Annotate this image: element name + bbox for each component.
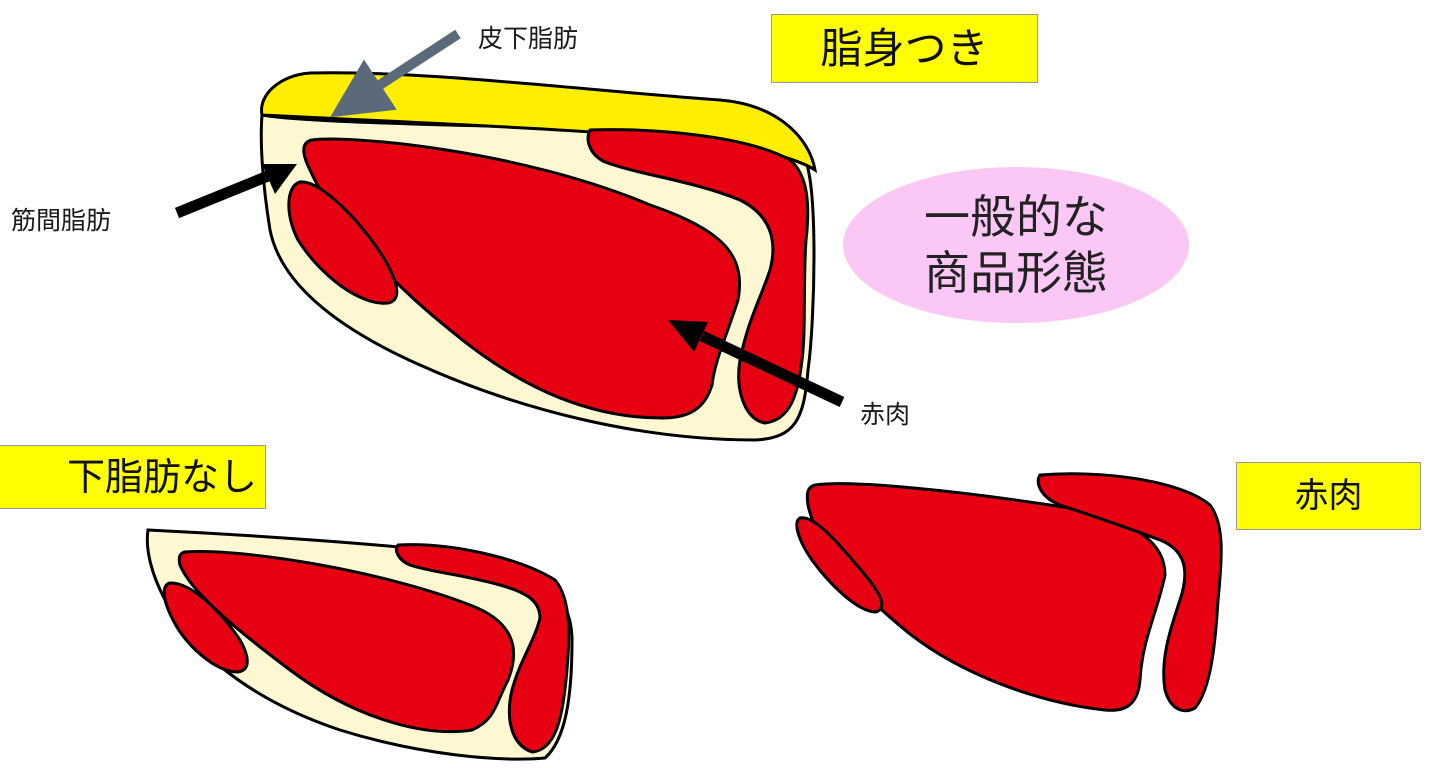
note-line-2: 商品形態 (924, 245, 1108, 301)
tag-with-fat: 脂身つき (771, 14, 1038, 83)
cut-lean-only (797, 474, 1221, 711)
cut-with-fat (261, 73, 815, 440)
note-common-product-form: 一般的な 商品形態 (843, 167, 1189, 323)
tag-lean-only: 赤肉 (1236, 462, 1421, 530)
tag-no-subcutaneous-fat: 下脂肪なし (0, 445, 266, 509)
label-lean-meat: 赤肉 (860, 402, 910, 427)
cut-no-subcutaneous-fat (147, 530, 572, 759)
note-line-1: 一般的な (924, 189, 1108, 245)
label-intermuscular-fat: 筋間脂肪 (11, 208, 111, 233)
label-subcutaneous-fat: 皮下脂肪 (478, 26, 578, 51)
